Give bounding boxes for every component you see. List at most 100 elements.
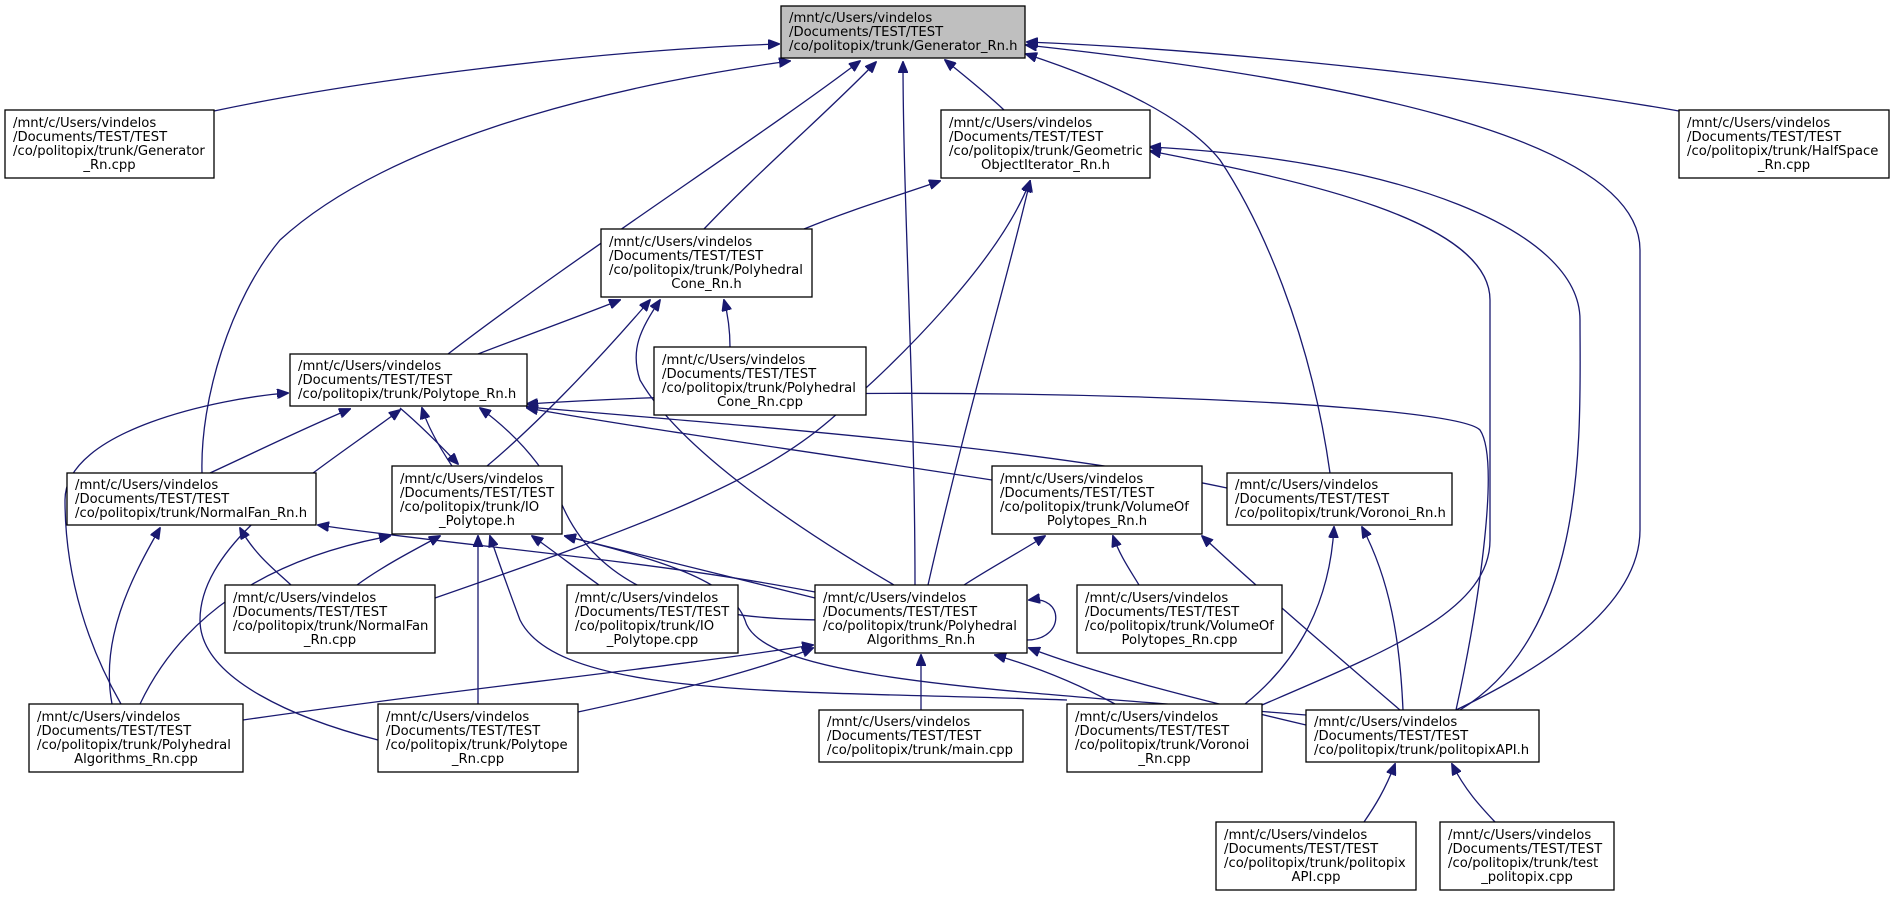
file-node-label-line: /co/politopix/trunk/Generator_Rn.h: [789, 39, 1018, 54]
file-node-label-line: /Documents/TEST/TEST: [1085, 605, 1240, 620]
file-node-label-line: /co/politopix/trunk/IO: [400, 500, 539, 515]
edge-api_h-to-generator_h: [1026, 45, 1641, 711]
file-node-generator-cpp[interactable]: /mnt/c/Users/vindelos/Documents/TEST/TES…: [4, 109, 215, 179]
file-node-geometric-h[interactable]: /mnt/c/Users/vindelos/Documents/TEST/TES…: [940, 109, 1151, 179]
file-node-label-line: /co/politopix/trunk/main.cpp: [827, 743, 1013, 758]
file-node-label-line: /mnt/c/Users/vindelos: [1448, 828, 1591, 843]
file-node-label-line: /mnt/c/Users/vindelos: [298, 359, 441, 374]
edge-polytope_cpp-to-polytope_h: [199, 410, 400, 741]
file-node-label-line: /Documents/TEST/TEST: [949, 130, 1104, 145]
file-node-normalfan-cpp[interactable]: /mnt/c/Users/vindelos/Documents/TEST/TES…: [224, 584, 436, 654]
file-node-label-line: /mnt/c/Users/vindelos: [1075, 710, 1218, 725]
file-node-label-line: /mnt/c/Users/vindelos: [13, 116, 156, 131]
edge-api_h-to-voronoi_h: [1362, 527, 1404, 711]
edge-polyalg_h-to-volume_h: [963, 536, 1045, 586]
file-node-label-line: /Documents/TEST/TEST: [1235, 492, 1390, 507]
file-node-label-line: /mnt/c/Users/vindelos: [1235, 478, 1378, 493]
file-node-label-line: /mnt/c/Users/vindelos: [386, 710, 529, 725]
edge-normalfan_cpp-to-io_h: [356, 536, 440, 586]
edge-api_cpp-to-api_h: [1363, 764, 1395, 823]
file-node-label-line: /mnt/c/Users/vindelos: [400, 472, 543, 487]
file-node-label-line: /Documents/TEST/TEST: [13, 130, 168, 145]
file-node-label-line: /Documents/TEST/TEST: [1687, 130, 1842, 145]
edge-api_h-to-volume_h: [1202, 536, 1401, 711]
file-node-label-line: /co/politopix/trunk/VolumeOf: [1085, 619, 1274, 634]
edge-voronoi_h-to-generator_h: [1026, 54, 1331, 474]
file-node-label-line: /Documents/TEST/TEST: [789, 25, 944, 40]
file-node-label-line: /Documents/TEST/TEST: [575, 605, 730, 620]
edge-voronoi_cpp-to-io_h: [490, 536, 1068, 701]
file-node-label-line: /co/politopix/trunk/Polyhedral: [609, 263, 803, 278]
file-node-normalfan-h[interactable]: /mnt/c/Users/vindelos/Documents/TEST/TES…: [66, 472, 317, 526]
file-node-box: [224, 584, 436, 654]
file-node-test-cpp[interactable]: /mnt/c/Users/vindelos/Documents/TEST/TES…: [1439, 821, 1615, 891]
file-node-voronoi-cpp[interactable]: /mnt/c/Users/vindelos/Documents/TEST/TES…: [1066, 703, 1263, 773]
file-node-label-line: /mnt/c/Users/vindelos: [823, 591, 966, 606]
file-node-label-line: /Documents/TEST/TEST: [400, 486, 555, 501]
edge-normalfan_cpp-to-normalfan_h: [240, 528, 292, 586]
edge-api_h-to-io_h: [565, 536, 1307, 716]
file-node-label-line: _Rn.cpp: [1137, 752, 1190, 767]
file-node-box: [4, 109, 215, 179]
edge-polytope_h-to-io_h: [399, 407, 458, 464]
file-node-label-line: /mnt/c/Users/vindelos: [827, 715, 970, 730]
edge-test_cpp-to-api_h: [1452, 764, 1496, 823]
file-node-polyalg-cpp[interactable]: /mnt/c/Users/vindelos/Documents/TEST/TES…: [28, 703, 244, 773]
file-node-label-line: /co/politopix/trunk/Polytope_Rn.h: [298, 387, 516, 402]
file-node-label-line: /mnt/c/Users/vindelos: [1314, 715, 1457, 730]
file-node-label-line: /co/politopix/trunk/Polyhedral: [823, 619, 1017, 634]
edge-api_h-to-geometric_h: [1150, 147, 1581, 711]
file-node-box: [653, 346, 867, 416]
file-node-label-line: /Documents/TEST/TEST: [1000, 486, 1155, 501]
file-node-label-line: _Polytope.cpp: [606, 633, 699, 648]
file-node-box: [991, 465, 1203, 535]
file-node-box: [1076, 584, 1283, 654]
file-node-box: [940, 109, 1151, 179]
file-node-label-line: /co/politopix/trunk/Generator: [13, 144, 205, 159]
file-node-volume-h[interactable]: /mnt/c/Users/vindelos/Documents/TEST/TES…: [991, 465, 1203, 535]
file-node-volume-cpp[interactable]: /mnt/c/Users/vindelos/Documents/TEST/TES…: [1076, 584, 1283, 654]
file-node-box: [391, 465, 563, 535]
edge-voronoi_cpp-to-polyalg_h: [995, 655, 1116, 705]
file-node-api-h[interactable]: /mnt/c/Users/vindelos/Documents/TEST/TES…: [1305, 709, 1540, 763]
file-node-main-cpp[interactable]: /mnt/c/Users/vindelos/Documents/TEST/TES…: [818, 709, 1024, 763]
file-node-label-line: /co/politopix/trunk/Polyhedral: [662, 381, 856, 396]
file-node-polyalg-h[interactable]: /mnt/c/Users/vindelos/Documents/TEST/TES…: [814, 584, 1028, 654]
file-node-polytope-cpp[interactable]: /mnt/c/Users/vindelos/Documents/TEST/TES…: [377, 703, 579, 773]
file-node-label-line: /Documents/TEST/TEST: [386, 724, 541, 739]
file-node-polycone-cpp[interactable]: /mnt/c/Users/vindelos/Documents/TEST/TES…: [653, 346, 867, 416]
edge-volume_cpp-to-volume_h: [1113, 536, 1140, 586]
edge-polyalg_cpp-to-polyalg_h: [242, 645, 813, 721]
node-layer: /mnt/c/Users/vindelos/Documents/TEST/TES…: [4, 5, 1890, 891]
edge-api_h-to-polyalg_h: [1029, 648, 1307, 726]
file-node-halfspace-cpp[interactable]: /mnt/c/Users/vindelos/Documents/TEST/TES…: [1678, 109, 1890, 179]
file-node-label-line: /mnt/c/Users/vindelos: [1687, 116, 1830, 131]
file-node-voronoi-h[interactable]: /mnt/c/Users/vindelos/Documents/TEST/TES…: [1226, 472, 1453, 526]
edge-geometric_h-to-generator_h: [945, 60, 1005, 111]
file-node-box: [289, 353, 528, 407]
edge-volume_h-to-polytope_h: [527, 408, 993, 481]
file-node-label-line: /mnt/c/Users/vindelos: [233, 591, 376, 606]
file-node-label-line: Polytopes_Rn.cpp: [1122, 633, 1238, 648]
edge-io_h-to-polycone_h: [486, 300, 650, 467]
file-node-polycone-h[interactable]: /mnt/c/Users/vindelos/Documents/TEST/TES…: [600, 228, 813, 298]
edge-polyalg_h-to-generator_h: [903, 62, 916, 586]
file-node-label-line: Cone_Rn.cpp: [717, 395, 803, 410]
file-node-io-cpp[interactable]: /mnt/c/Users/vindelos/Documents/TEST/TES…: [566, 584, 739, 654]
edge-polyalg_cpp-to-normalfan_h: [108, 528, 160, 705]
file-node-box: [1215, 821, 1417, 891]
file-node-api-cpp[interactable]: /mnt/c/Users/vindelos/Documents/TEST/TES…: [1215, 821, 1417, 891]
file-node-label-line: /co/politopix/trunk/HalfSpace: [1687, 144, 1878, 159]
file-node-label-line: /mnt/c/Users/vindelos: [37, 710, 180, 725]
file-node-polytope-h[interactable]: /mnt/c/Users/vindelos/Documents/TEST/TES…: [289, 353, 528, 407]
edge-io_cpp-to-io_h: [532, 536, 600, 586]
edge-polyalg_h-to-geometric_h: [927, 181, 1030, 586]
file-node-label-line: ObjectIterator_Rn.h: [981, 158, 1110, 173]
file-node-label-line: /mnt/c/Users/vindelos: [575, 591, 718, 606]
edge-polytope_cpp-to-polyalg_h: [577, 648, 813, 713]
edge-io_h-to-polytope_h: [422, 408, 453, 467]
edge-polycone_h-to-generator_h: [703, 62, 876, 230]
file-node-io-h[interactable]: /mnt/c/Users/vindelos/Documents/TEST/TES…: [391, 465, 563, 535]
file-node-label-line: /co/politopix/trunk/VolumeOf: [1000, 500, 1189, 515]
file-node-label-line: /Documents/TEST/TEST: [662, 367, 817, 382]
